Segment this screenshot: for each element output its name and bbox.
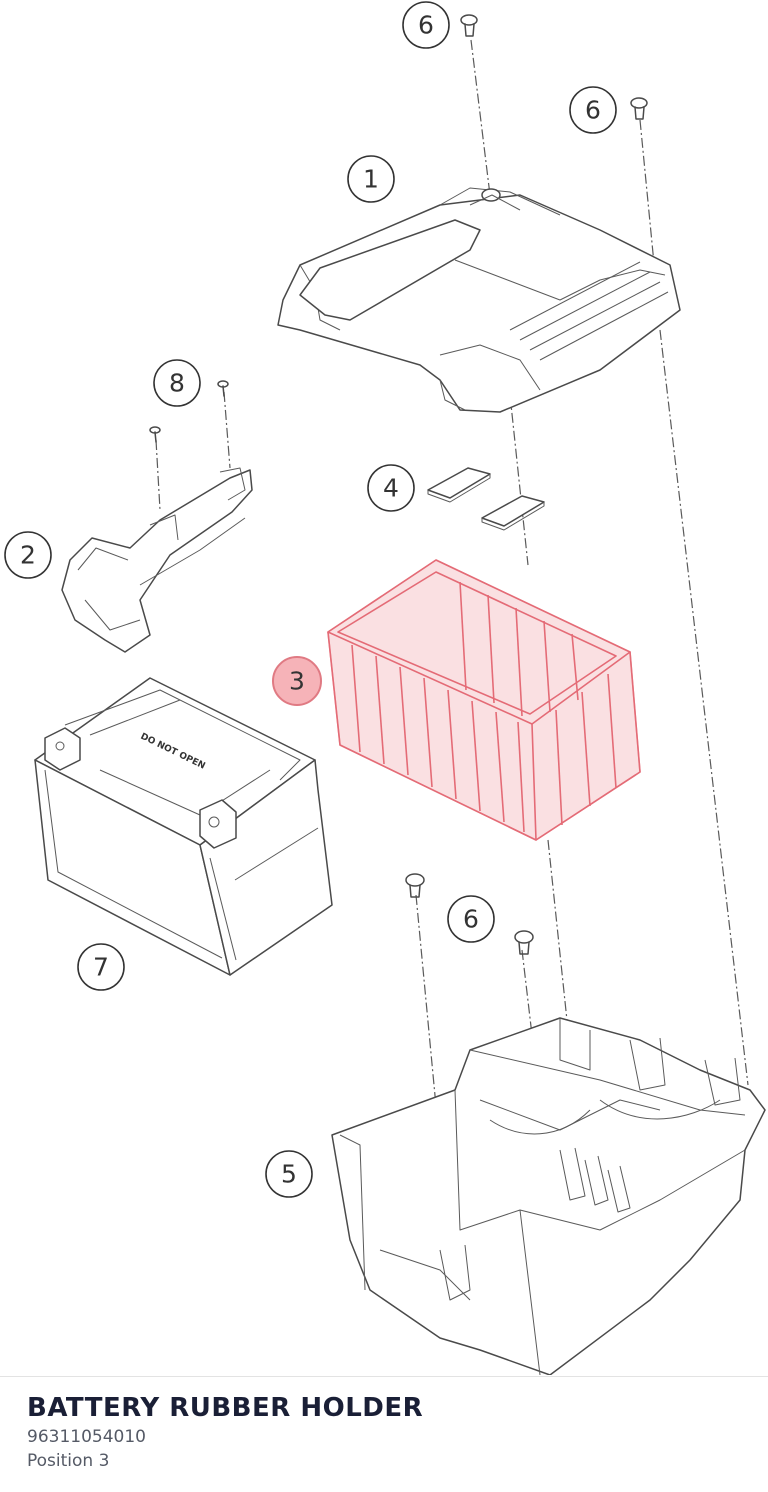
part-3-battery-rubber-holder[interactable] xyxy=(327,559,641,841)
part-number: 96311054010 xyxy=(27,1427,146,1447)
selected-part-panel: BATTERY RUBBER HOLDER 96311054010 Positi… xyxy=(0,1376,768,1492)
callout-6-top-label: 6 xyxy=(418,11,434,40)
part-2-bracket[interactable] xyxy=(61,467,253,653)
callout-6-lower-label: 6 xyxy=(463,905,479,934)
callout-8[interactable]: 8 xyxy=(153,359,201,407)
part-position: Position 3 xyxy=(27,1451,110,1471)
screw-6-lower-left[interactable] xyxy=(405,873,425,898)
callout-5[interactable]: 5 xyxy=(265,1150,313,1198)
screw-6-top[interactable] xyxy=(460,14,478,37)
part-4-pads[interactable] xyxy=(427,467,545,531)
callout-6-right[interactable]: 6 xyxy=(569,86,617,134)
callout-4-label: 4 xyxy=(383,474,399,503)
callout-7[interactable]: 7 xyxy=(77,943,125,991)
part-1-battery-cover[interactable] xyxy=(277,187,681,413)
callout-2[interactable]: 2 xyxy=(4,531,52,579)
screw-6-lower-right[interactable] xyxy=(514,930,534,955)
callout-5-label: 5 xyxy=(281,1160,297,1189)
callout-2-label: 2 xyxy=(20,541,36,570)
callout-8-label: 8 xyxy=(169,369,185,398)
part-5-battery-tray[interactable] xyxy=(331,1017,766,1375)
part-7-battery[interactable]: DO NOT OPEN xyxy=(34,677,333,976)
callout-1[interactable]: 1 xyxy=(347,155,395,203)
callout-6-top[interactable]: 6 xyxy=(402,1,450,49)
callout-3-label: 3 xyxy=(289,667,305,696)
callout-4[interactable]: 4 xyxy=(367,464,415,512)
screw-6-right[interactable] xyxy=(630,97,648,120)
callout-6-right-label: 6 xyxy=(585,96,601,125)
part-title: BATTERY RUBBER HOLDER xyxy=(27,1393,424,1423)
screws-8[interactable] xyxy=(149,380,229,443)
callout-1-label: 1 xyxy=(363,165,379,194)
callout-6-lower[interactable]: 6 xyxy=(447,895,495,943)
callout-7-label: 7 xyxy=(93,953,109,982)
exploded-parts-diagram: DO NOT OPEN 1 2 3 4 5 xyxy=(4,1,766,1375)
callout-3-highlighted[interactable]: 3 xyxy=(272,656,322,706)
